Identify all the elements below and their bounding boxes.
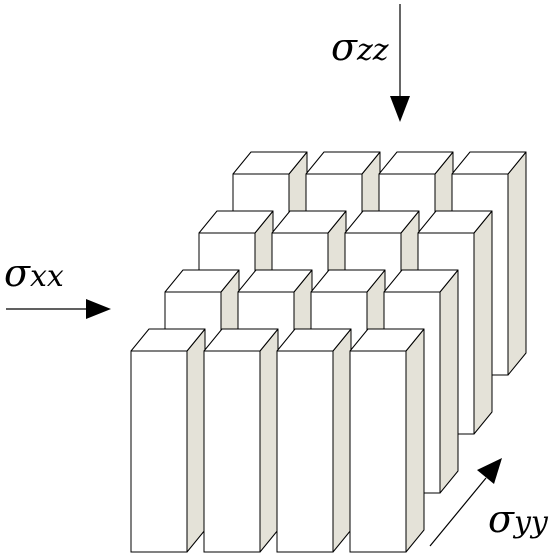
sigma-zz-symbol: σ xyxy=(331,25,357,69)
pillar-r4-c1 xyxy=(130,328,206,553)
pillar-front-face xyxy=(203,350,261,553)
pillar-r4-c4 xyxy=(349,328,425,553)
pillar-side-face xyxy=(439,269,459,494)
pillar-side-face xyxy=(473,210,493,435)
pillar-front-face xyxy=(276,350,334,553)
pillar-side-face xyxy=(507,151,527,376)
pillar-side-face xyxy=(332,328,352,553)
sigma-zz-label: σzz xyxy=(331,28,389,66)
pillar-r4-c2 xyxy=(203,328,279,553)
pillar-front-face xyxy=(349,350,407,553)
pillar-side-face xyxy=(259,328,279,553)
sigma-yy-label: σyy xyxy=(488,500,548,538)
arrow-yy xyxy=(429,458,502,547)
sigma-xx-label: σxx xyxy=(4,254,64,292)
arrow-xx xyxy=(6,299,111,319)
pillar-r4-c3 xyxy=(276,328,352,553)
sigma-zz-subscript: zz xyxy=(356,33,389,68)
sigma-yy-symbol: σ xyxy=(488,497,514,541)
sigma-yy-subscript: yy xyxy=(513,505,548,540)
pillar-front-face xyxy=(130,350,188,553)
arrow-zz xyxy=(390,4,410,122)
pillar-side-face xyxy=(405,328,425,553)
pillar-side-face xyxy=(186,328,206,553)
sigma-xx-symbol: σ xyxy=(4,251,30,295)
sigma-xx-subscript: xx xyxy=(29,259,64,294)
pillar-grid xyxy=(130,151,527,553)
